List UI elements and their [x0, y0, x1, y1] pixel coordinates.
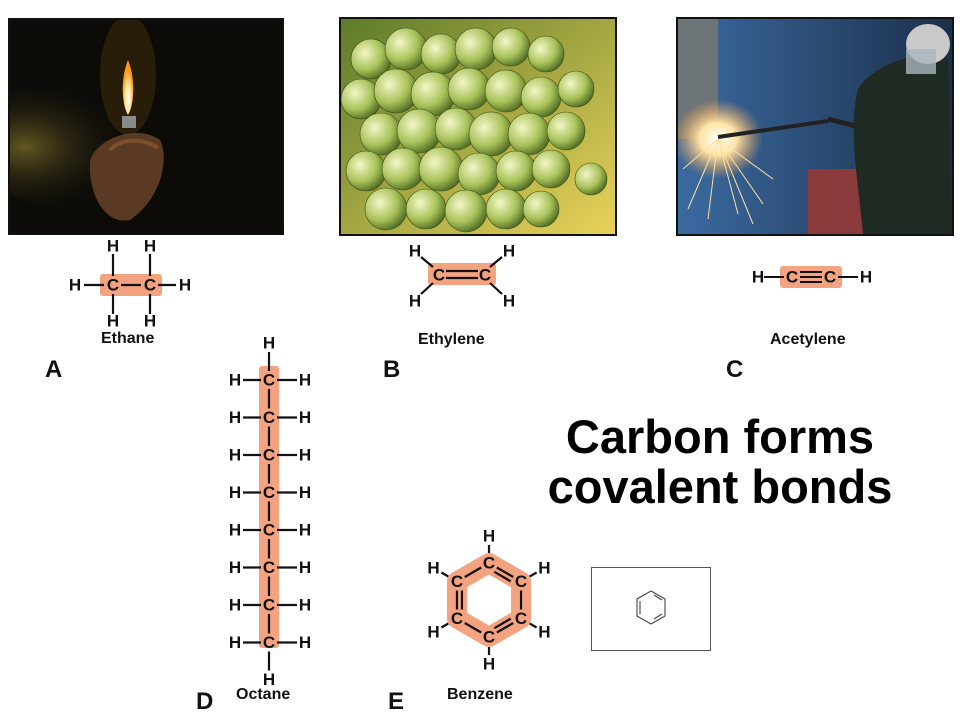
hydrogen-atom: H — [483, 527, 495, 546]
benzene-label: Benzene — [447, 686, 513, 703]
ethylene-label: Ethylene — [418, 331, 485, 348]
carbon-atom: C — [483, 628, 495, 647]
carbon-atom: C — [515, 572, 527, 591]
hydrogen-atom: H — [229, 408, 241, 427]
carbon-atom: C — [824, 268, 836, 287]
panel-letter-a: A — [45, 356, 63, 383]
hydrogen-atom: H — [299, 521, 311, 540]
hydrogen-atom: H — [144, 312, 156, 331]
bond-line — [496, 566, 514, 578]
hydrogen-atom: H — [229, 596, 241, 615]
hydrogen-atom: H — [299, 483, 311, 502]
octane-label: Octane — [236, 686, 291, 703]
carbon-atom: C — [451, 572, 463, 591]
hydrogen-atom: H — [144, 237, 156, 256]
ethane-label: Ethane — [101, 330, 155, 347]
carbon-atom: C — [144, 276, 156, 295]
hydrogen-atom: H — [179, 276, 191, 295]
hydrogen-atom: H — [107, 237, 119, 256]
hydrogen-atom: H — [69, 276, 81, 295]
bond-line — [440, 571, 449, 578]
carbon-atom: C — [263, 521, 275, 540]
hydrogen-atom: H — [427, 559, 439, 578]
carbon-atom: C — [451, 609, 463, 628]
panel-letter-b: B — [383, 356, 401, 383]
hydrogen-atom: H — [107, 312, 119, 331]
carbon-atom: C — [107, 276, 119, 295]
bond-line — [464, 566, 482, 578]
title-line-2: covalent bonds — [547, 460, 893, 513]
hydrogen-atom: H — [483, 655, 495, 674]
bond-line — [440, 622, 449, 629]
hydrogen-atom: H — [503, 242, 515, 261]
ring-highlight — [446, 553, 532, 647]
carbon-atom: C — [786, 268, 798, 287]
carbon-atom: C — [263, 483, 275, 502]
acetylene-structure: H C C H — [752, 266, 872, 288]
hydrogen-atom: H — [229, 446, 241, 465]
bond-line — [464, 622, 482, 634]
panel-letter-e: E — [388, 688, 405, 715]
carbon-atom: C — [433, 266, 445, 285]
carbon-atom: C — [263, 408, 275, 427]
carbon-atom: C — [483, 554, 495, 573]
hydrogen-atom: H — [229, 521, 241, 540]
bond-line — [493, 617, 512, 630]
hydrogen-atom: H — [538, 559, 550, 578]
hydrogen-atom: H — [427, 623, 439, 642]
hydrogen-atom: H — [263, 670, 275, 689]
hydrogen-atom: H — [503, 292, 515, 311]
lighter-flame-photo — [8, 18, 284, 235]
hydrogen-atom: H — [860, 268, 872, 287]
hydrogen-atom: H — [299, 408, 311, 427]
hydrogen-atom: H — [752, 268, 764, 287]
figure-title: Carbon forms covalent bonds — [500, 412, 940, 512]
hydrogen-atom: H — [299, 371, 311, 390]
ethylene-structure: C C H H H H — [409, 242, 515, 311]
acetylene-label: Acetylene — [770, 331, 846, 348]
carbon-atom: C — [479, 266, 491, 285]
bond-line — [493, 570, 512, 583]
hydrogen-atom: H — [229, 633, 241, 652]
carbon-atom: C — [263, 558, 275, 577]
hydrogen-atom: H — [229, 558, 241, 577]
hydrogen-atom: H — [299, 558, 311, 577]
bond-line — [496, 622, 514, 634]
carbon-atom: C — [263, 633, 275, 652]
hydrogen-atom: H — [263, 334, 275, 353]
grapes-photo — [339, 17, 617, 236]
bond-line — [529, 571, 538, 578]
hydrogen-atom: H — [409, 292, 421, 311]
carbon-atom: C — [263, 371, 275, 390]
welding-torch-photo — [676, 17, 954, 236]
carbon-atom: C — [263, 596, 275, 615]
hydrogen-atom: H — [409, 242, 421, 261]
ethane-structure: C C H H H H H H — [69, 237, 191, 331]
title-line-1: Carbon forms — [565, 410, 875, 463]
hydrogen-atom: H — [229, 371, 241, 390]
bond-highlight — [428, 263, 496, 285]
hydrogen-atom: H — [299, 596, 311, 615]
carbon-atom: C — [263, 446, 275, 465]
hydrogen-atom: H — [299, 633, 311, 652]
carbon-atom: C — [515, 609, 527, 628]
benzene-skeletal-icon — [636, 590, 666, 625]
panel-letter-c: C — [726, 356, 744, 383]
benzene-skeletal-inset — [591, 567, 711, 651]
bond-line — [529, 622, 538, 629]
hydrogen-atom: H — [229, 483, 241, 502]
hydrogen-atom: H — [538, 623, 550, 642]
panel-letter-d: D — [196, 688, 214, 715]
hydrogen-atom: H — [299, 446, 311, 465]
